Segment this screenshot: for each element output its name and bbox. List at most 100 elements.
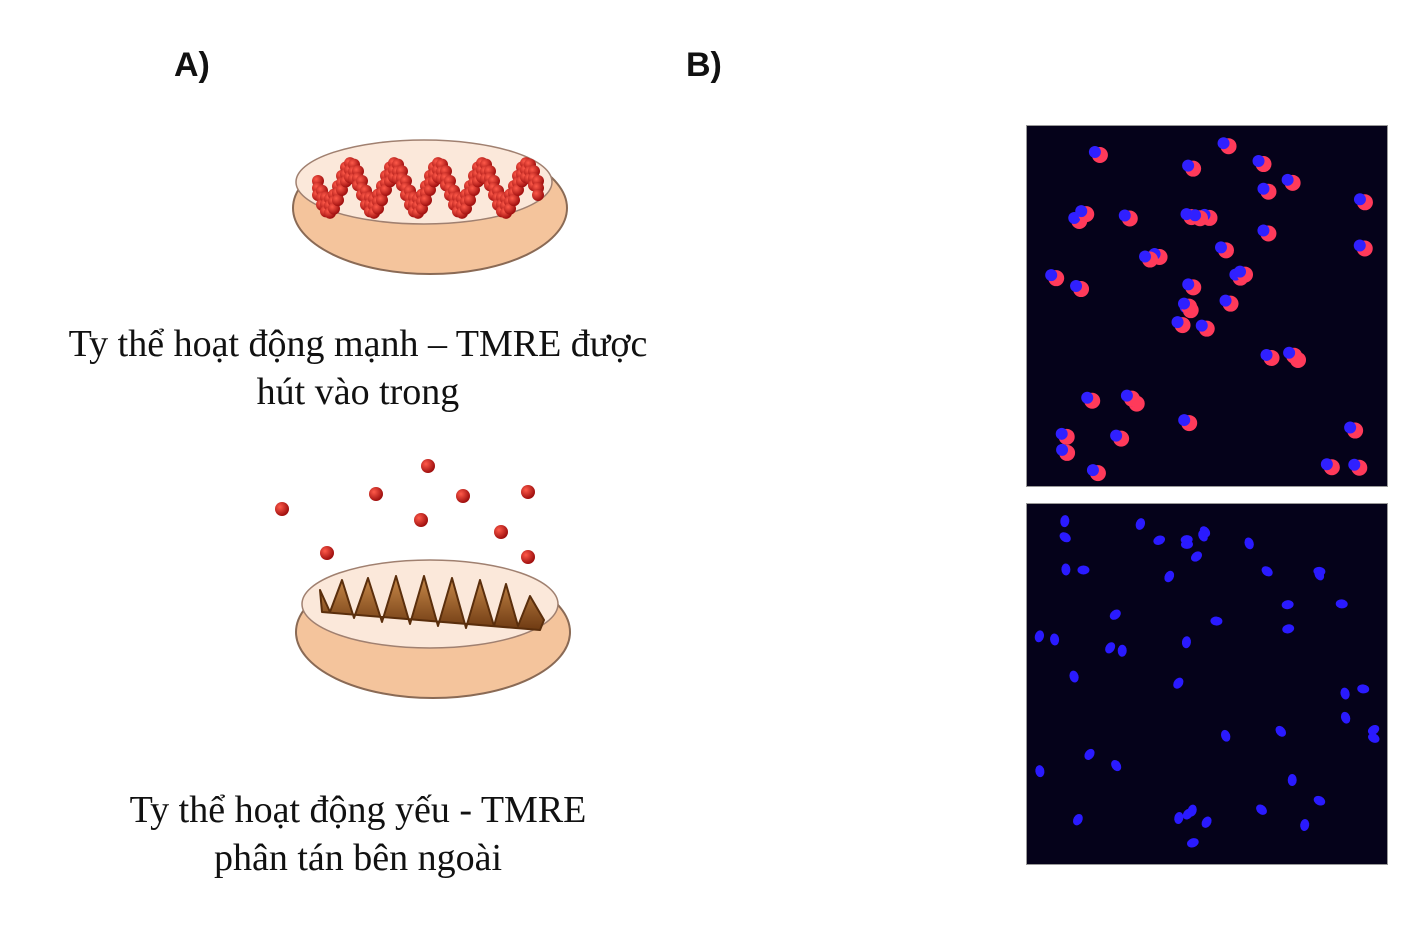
tmre-dots-outside bbox=[275, 459, 535, 564]
nucleus bbox=[1201, 816, 1212, 828]
nucleus bbox=[1195, 319, 1208, 332]
nucleus bbox=[1034, 630, 1045, 643]
panel-b-label: B) bbox=[686, 46, 722, 84]
nucleus bbox=[1117, 644, 1127, 657]
nucleus bbox=[1282, 624, 1295, 634]
nucleus bbox=[1367, 725, 1380, 735]
nucleus bbox=[1171, 316, 1184, 329]
nucleus bbox=[1086, 464, 1099, 477]
nucleus bbox=[1180, 535, 1193, 545]
nucleus bbox=[1320, 458, 1333, 471]
nucleus bbox=[1219, 294, 1232, 307]
nucleus bbox=[1077, 565, 1090, 575]
active-caption-line-1: Ty thể hoạt động mạnh – TMRE được bbox=[68, 323, 648, 365]
nucleus bbox=[1189, 209, 1202, 222]
tmre-dot bbox=[521, 485, 535, 499]
nucleus bbox=[1110, 429, 1123, 442]
nucleus bbox=[1182, 278, 1195, 291]
nucleus bbox=[1357, 684, 1370, 694]
tmre-bead bbox=[376, 194, 388, 207]
inactive-caption-line-1: Ty thể hoạt động yếu - TMRE bbox=[129, 789, 587, 831]
nucleus bbox=[1198, 530, 1208, 542]
nucleus bbox=[1069, 670, 1079, 683]
nucleus bbox=[1335, 599, 1348, 609]
inactive-caption-line-2: phân tán bên ngoài bbox=[213, 837, 503, 879]
nucleus bbox=[1300, 819, 1310, 831]
nucleus bbox=[1081, 391, 1094, 404]
nucleus bbox=[1210, 616, 1223, 626]
nucleus bbox=[1260, 348, 1273, 361]
nucleus bbox=[1084, 748, 1095, 760]
tmre-dot bbox=[494, 525, 508, 539]
nucleus bbox=[1182, 808, 1194, 820]
nucleus bbox=[1187, 838, 1199, 848]
nucleus bbox=[1257, 182, 1270, 195]
tmre-bead bbox=[508, 194, 520, 207]
nucleus bbox=[1314, 568, 1325, 581]
nucleus bbox=[1120, 389, 1133, 402]
nucleus bbox=[1070, 280, 1083, 293]
tmre-dot bbox=[275, 502, 289, 516]
nucleus bbox=[1217, 137, 1230, 150]
nucleus bbox=[1275, 725, 1286, 737]
micrograph-inactive-dapi bbox=[1026, 503, 1388, 865]
micrograph-active-tmre bbox=[1026, 125, 1388, 487]
nucleus bbox=[1105, 642, 1116, 654]
nucleus bbox=[1045, 269, 1058, 282]
nucleus bbox=[1281, 600, 1294, 610]
nucleus bbox=[1182, 159, 1195, 172]
nucleus bbox=[1348, 458, 1361, 471]
nucleus bbox=[1178, 297, 1191, 310]
nucleus bbox=[1061, 563, 1071, 576]
active-mitochondrion bbox=[292, 139, 568, 275]
tmre-bead bbox=[532, 189, 544, 201]
nucleus bbox=[1181, 636, 1191, 649]
inactive-caption: Ty thể hoạt động yếu - TMRE phân tán bên… bbox=[0, 786, 716, 882]
tmre-dot bbox=[521, 550, 535, 564]
nucleus bbox=[1287, 774, 1297, 787]
nucleus bbox=[1261, 566, 1273, 577]
nucleus bbox=[1109, 609, 1121, 620]
nucleus bbox=[1178, 414, 1191, 427]
tmre-dot bbox=[456, 489, 470, 503]
panel-a-label: A) bbox=[174, 46, 210, 84]
cristae bbox=[319, 575, 545, 631]
nucleus bbox=[1056, 443, 1069, 456]
active-caption: Ty thể hoạt động mạnh – TMRE được hút và… bbox=[0, 320, 716, 416]
nucleus bbox=[1257, 224, 1270, 237]
nucleus bbox=[1283, 346, 1296, 359]
nucleus bbox=[1035, 765, 1045, 778]
nucleus bbox=[1072, 813, 1083, 826]
nucleus bbox=[1190, 551, 1202, 562]
nucleus bbox=[1111, 760, 1122, 772]
nucleus bbox=[1340, 687, 1350, 700]
nucleus bbox=[1353, 239, 1366, 252]
nucleus bbox=[1214, 241, 1227, 254]
nucleus bbox=[1135, 518, 1146, 530]
nucleus bbox=[1118, 209, 1131, 222]
nucleus bbox=[1055, 427, 1068, 440]
nucleus bbox=[1075, 205, 1088, 218]
nucleus bbox=[1060, 515, 1070, 528]
nucleus bbox=[1174, 812, 1184, 824]
nucleus bbox=[1139, 250, 1152, 263]
nucleus bbox=[1368, 733, 1380, 743]
nucleus bbox=[1059, 532, 1071, 543]
tmre-dot bbox=[369, 487, 383, 501]
tmre-bead bbox=[332, 194, 344, 207]
nucleus bbox=[1088, 146, 1101, 159]
tmre-dot bbox=[414, 513, 428, 527]
nucleus bbox=[1252, 155, 1265, 168]
nucleus bbox=[1234, 265, 1247, 278]
nucleus bbox=[1244, 537, 1254, 550]
tmre-bead bbox=[464, 194, 476, 207]
nucleus bbox=[1344, 421, 1357, 434]
tmre-dot bbox=[320, 546, 334, 560]
inactive-mitochondrion bbox=[295, 559, 571, 699]
nucleus bbox=[1050, 633, 1060, 646]
nucleus bbox=[1340, 711, 1351, 724]
tmre-bead bbox=[420, 194, 432, 207]
tmre-dot bbox=[421, 459, 435, 473]
active-caption-line-2: hút vào trong bbox=[256, 371, 460, 413]
